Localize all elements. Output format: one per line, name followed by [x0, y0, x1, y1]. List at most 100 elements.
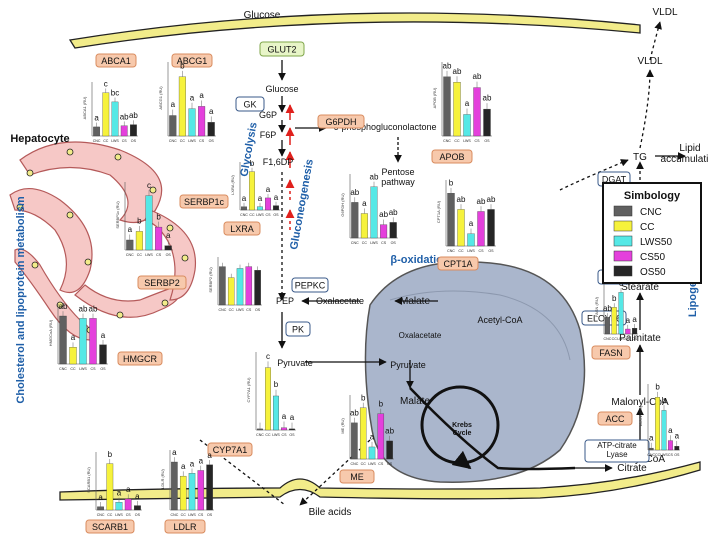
mitochondrion-cristae: [389, 290, 571, 361]
malate-mito-label: Malate: [400, 396, 430, 407]
chart-bar: [473, 87, 481, 137]
chart-significance-letter: a: [117, 488, 122, 497]
cell-membrane-bottom: [59, 461, 701, 501]
chart-significance-letter: b: [108, 450, 113, 459]
chart-bar: [79, 318, 87, 365]
chart-ylabel: ABCG1 (RU): [158, 86, 163, 110]
chart-ylabel: ABCA1 (RU): [82, 96, 87, 119]
chart-significance-letter: a: [135, 492, 140, 501]
svg-text:CPT1A: CPT1A: [443, 259, 472, 269]
chart-bar: [661, 410, 667, 451]
chart-ylabel: SERBP2 (RU): [208, 267, 213, 293]
acc-enzyme-box: ACC: [597, 411, 633, 426]
chart-bar: [89, 318, 97, 365]
chart-x-tick-label: OS: [131, 139, 137, 143]
chart-x-tick-label: CC: [361, 462, 367, 466]
chart-bar: [97, 506, 104, 511]
chart-x-tick-label: CS: [266, 213, 272, 217]
legend-swatch-cnc: [613, 205, 633, 217]
chart-significance-letter: a: [126, 485, 131, 494]
chart-bar: [59, 315, 67, 365]
chart-bar: [377, 413, 385, 460]
chart-bar: [130, 124, 137, 137]
chart-significance-letter: ab: [350, 408, 359, 417]
chart-bar: [241, 206, 247, 211]
chart-significance-letter: ab: [379, 210, 388, 219]
chart-significance-letter: a: [166, 231, 171, 240]
hmgcr-enzyme-box: HMGCR: [117, 351, 163, 366]
chart-bar: [457, 209, 465, 247]
svg-text:APOB: APOB: [439, 152, 464, 162]
legend-label-lws50: LWS50: [640, 237, 672, 248]
chart-significance-letter: ab: [120, 112, 129, 121]
apob-enzyme-box: APOB: [431, 149, 473, 164]
vldl-label-mid: VLDL: [637, 56, 662, 67]
chart-bar: [188, 108, 196, 137]
chart-significance-letter: a: [469, 219, 474, 228]
chart-x-tick-label: CNC: [351, 241, 359, 245]
chart-x-tick-label: CC: [107, 513, 113, 517]
chart-bar: [632, 328, 638, 335]
chart-significance-letter: b: [137, 217, 142, 226]
legend-swatch-lws50: [613, 235, 633, 247]
chart-bar: [134, 505, 141, 511]
chart-significance-letter: ab: [603, 304, 612, 313]
chart-x-tick-label: CNC: [351, 462, 359, 466]
palmitate-label: Palmitate: [619, 333, 661, 344]
chart-significance-letter: a: [266, 185, 271, 194]
legend-label-cc: CC: [640, 222, 654, 233]
chart-x-tick-label: LWS: [188, 139, 196, 143]
chart-x-tick-label: OS: [632, 337, 638, 341]
beta-oxidation-label: β-oxidation: [390, 254, 450, 266]
vldl-label-top: VLDL: [652, 7, 677, 18]
chart-x-tick-label: LWS: [111, 139, 119, 143]
chart-significance-letter: c: [104, 79, 108, 88]
chart-significance-letter: b: [156, 212, 161, 221]
svg-text:GK: GK: [243, 100, 256, 110]
chart-x-tick-label: CNC: [647, 453, 655, 457]
glucose-label-top: Glucose: [244, 10, 281, 21]
chart-x-tick-label: LWS: [256, 213, 264, 217]
chart-x-tick-label: CNC: [443, 139, 451, 143]
chart-bar: [368, 446, 376, 460]
g6pdh-enzyme-box: G6PDH: [317, 114, 365, 129]
chart-bar: [99, 344, 107, 365]
chart-significance-letter: a: [172, 448, 177, 457]
chart-x-tick-label: OS: [100, 367, 106, 371]
chart-significance-letter: a: [128, 225, 133, 234]
chart-bar: [171, 461, 178, 511]
chart-significance-letter: b: [361, 393, 366, 402]
chart-x-tick-label: LWS: [368, 462, 376, 466]
chart-bar: [254, 270, 261, 306]
citrate-label: Citrate: [617, 463, 647, 474]
chart-significance-letter: a: [207, 451, 212, 460]
chart-bar: [206, 464, 213, 511]
chart-significance-letter: a: [71, 333, 76, 342]
chart-x-tick-label: CS: [668, 453, 674, 457]
chart-significance-letter: ab: [457, 195, 466, 204]
tg-label: TG: [633, 152, 647, 163]
chart-bar: [155, 226, 163, 251]
chart-significance-letter: a: [199, 91, 204, 100]
hepatocyte-label: Hepatocyte: [10, 133, 69, 145]
chart-significance-letter: a: [94, 114, 99, 123]
chart-ylabel: LXRA (RU): [230, 174, 235, 194]
chart-ylabel: SCARB1 (RU): [86, 467, 91, 493]
svg-text:FASN: FASN: [599, 348, 623, 358]
chart-significance-letter: a: [209, 107, 214, 116]
chart-significance-letter: bc: [111, 88, 119, 97]
chart-ylabel: CYP7A1 (RU): [246, 377, 251, 403]
chart-bar: [618, 292, 624, 335]
chart-significance-letter: a: [190, 93, 195, 102]
chart-bar: [386, 440, 393, 460]
chart-bar: [467, 233, 475, 247]
chart-x-tick-label: CS: [475, 139, 481, 143]
chart-significance-letter: c: [147, 181, 151, 190]
chart-x-tick-label: LWS: [272, 433, 280, 437]
